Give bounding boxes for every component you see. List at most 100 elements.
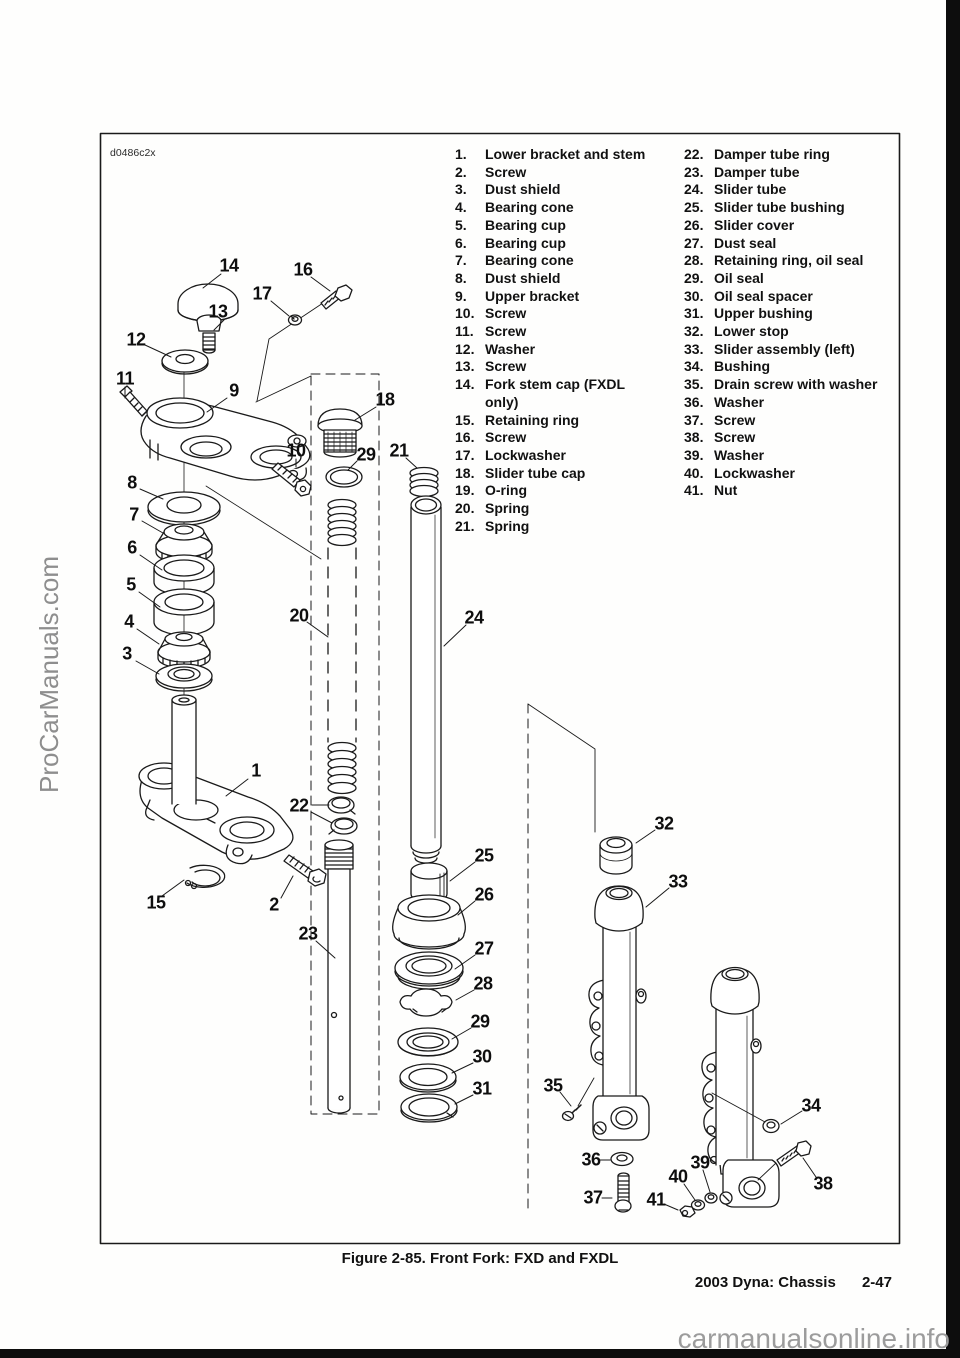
scan-margin-right xyxy=(946,0,960,1358)
part-label: Retaining ring, oil seal xyxy=(714,252,864,269)
parts-list-item: 10. Screw xyxy=(455,305,645,323)
callout-6: 6 xyxy=(127,537,137,558)
parts-list-item: 2. Screw xyxy=(455,164,645,182)
part-screw-10 xyxy=(271,462,312,497)
part-screw-16 xyxy=(320,284,353,310)
part-dust-seal xyxy=(394,951,464,990)
part-label: Bushing xyxy=(714,358,770,375)
part-label: Damper tube xyxy=(714,163,800,180)
part-label: Dust shield xyxy=(485,181,561,198)
part-label: Upper bracket xyxy=(485,287,580,304)
part-washer-12 xyxy=(161,349,209,375)
part-number: 14. xyxy=(455,376,475,393)
part-label: Bearing cup xyxy=(485,234,566,251)
part-oil-seal-spacer xyxy=(399,1063,457,1093)
parts-list-item: 1. Lower bracket and stem xyxy=(455,146,645,164)
callout-40: 40 xyxy=(668,1166,688,1187)
figure-caption: Figure 2-85. Front Fork: FXD and FXDL xyxy=(341,1250,619,1267)
callout-25: 25 xyxy=(474,845,494,866)
callout-24: 24 xyxy=(464,607,484,628)
part-washer-39 xyxy=(704,1192,718,1204)
part-number: 18. xyxy=(455,464,475,481)
part-number: 17. xyxy=(455,446,475,463)
part-number: 4. xyxy=(455,199,467,216)
parts-list-column-1: 1. Lower bracket and stem 2. Screw 3. Du… xyxy=(455,146,645,535)
part-screw-11 xyxy=(119,385,148,417)
part-label: Dust shield xyxy=(485,269,561,286)
parts-list-item: 3. Dust shield xyxy=(455,181,645,199)
parts-list-item: 11. Screw xyxy=(455,323,645,341)
part-number: 3. xyxy=(455,181,467,198)
parts-list-item: 29. Oil seal xyxy=(684,270,877,288)
callout-41: 41 xyxy=(646,1189,666,1210)
part-dust-shield-8 xyxy=(147,491,221,526)
part-label: Slider cover xyxy=(714,216,795,233)
part-label: Oil seal xyxy=(714,269,764,286)
callout-9: 9 xyxy=(229,380,239,401)
callout-28: 28 xyxy=(473,973,493,994)
callout-5: 5 xyxy=(126,574,136,595)
part-label: Fork stem cap (FXDL xyxy=(485,376,626,393)
part-slider-tube xyxy=(410,495,442,864)
part-drain-screw xyxy=(561,1104,582,1122)
parts-list-item: 35. Drain screw with washer xyxy=(684,376,877,394)
parts-list-item: 27. Dust seal xyxy=(684,235,877,253)
part-screw-38 xyxy=(776,1140,812,1167)
callout-23: 23 xyxy=(298,923,318,944)
part-upper-bushing xyxy=(400,1093,458,1123)
callout-17: 17 xyxy=(252,283,272,304)
part-label: Retaining ring xyxy=(485,411,580,428)
parts-list-item: 24. Slider tube xyxy=(684,181,877,199)
callout-27: 27 xyxy=(474,938,494,959)
callout-37: 37 xyxy=(583,1187,603,1208)
parts-list-item: 38. Screw xyxy=(684,429,877,447)
part-number: 39. xyxy=(684,446,704,463)
part-number: 20. xyxy=(455,500,475,517)
parts-list-item: 17. Lockwasher xyxy=(455,447,645,465)
parts-list-item: 9. Upper bracket xyxy=(455,288,645,306)
part-screw-13 xyxy=(196,314,222,354)
part-label: Bearing cup xyxy=(485,216,566,233)
callout-21: 21 xyxy=(389,440,409,461)
callout-20: 20 xyxy=(289,605,309,626)
callout-33: 33 xyxy=(668,871,688,892)
part-label: Dust seal xyxy=(714,234,777,251)
callout-29-top: 29 xyxy=(356,444,376,465)
part-bushing-34 xyxy=(762,1118,780,1134)
part-label: Screw xyxy=(714,429,756,446)
part-number: 30. xyxy=(684,287,704,304)
part-oil-seal xyxy=(397,1027,459,1057)
parts-list-item: 36. Washer xyxy=(684,394,877,412)
part-number: 19. xyxy=(455,482,475,499)
parts-list-item: only) xyxy=(455,394,645,412)
part-label: Slider tube cap xyxy=(485,464,586,481)
parts-list-item: 18. Slider tube cap xyxy=(455,465,645,483)
part-label: Bearing cone xyxy=(485,252,574,269)
parts-list-item: 32. Lower stop xyxy=(684,323,877,341)
part-label: Upper bushing xyxy=(714,305,813,322)
part-number: 25. xyxy=(684,199,704,216)
part-label: Slider tube bushing xyxy=(714,199,845,216)
callout-11: 11 xyxy=(115,368,135,389)
part-number: 5. xyxy=(455,216,467,233)
part-number: 38. xyxy=(684,429,704,446)
part-label: Oil seal spacer xyxy=(714,287,813,304)
part-label: Slider assembly (left) xyxy=(714,340,855,357)
part-slider-assembly-left xyxy=(588,885,650,1141)
part-number: 23. xyxy=(684,163,704,180)
callout-16: 16 xyxy=(293,259,313,280)
parts-list-item: 33. Slider assembly (left) xyxy=(684,341,877,359)
part-bearing-cup-6 xyxy=(153,554,215,596)
part-lower-stop xyxy=(599,836,633,875)
part-spring-20 xyxy=(327,498,357,795)
part-slider-assembly-right xyxy=(701,966,780,1208)
part-number: 28. xyxy=(684,252,704,269)
part-lockwasher-40 xyxy=(690,1199,706,1211)
callout-35: 35 xyxy=(543,1075,563,1096)
part-number: 24. xyxy=(684,181,704,198)
part-label: Screw xyxy=(485,323,527,340)
part-number xyxy=(455,394,485,412)
part-number: 15. xyxy=(455,411,475,428)
